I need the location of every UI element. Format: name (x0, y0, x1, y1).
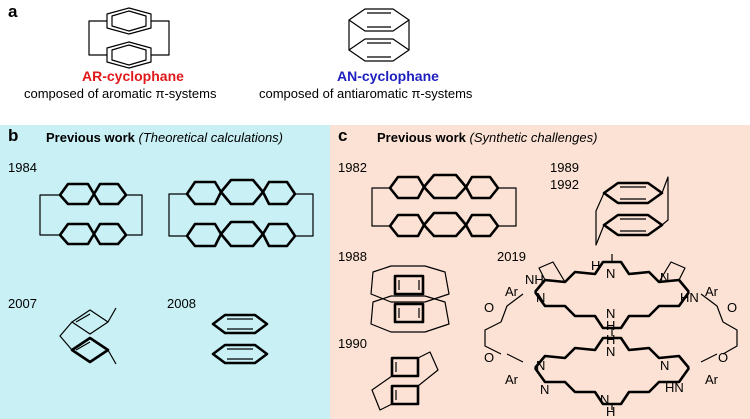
year-1992: 1992 (550, 177, 579, 192)
cot-cyclophane-1989-structure (595, 176, 669, 246)
ar-cyclophane-structure (88, 7, 170, 69)
atom-label-n-top: N (606, 266, 616, 281)
panel-letter-a: a (8, 2, 18, 21)
indacene-cyclophane-structure (168, 178, 314, 248)
panel-c-heading-italic: (Synthetic challenges) (469, 130, 598, 145)
atom-label-ar-upper-right: Ar (705, 284, 718, 299)
panel-c-heading: Previous work (Synthetic challenges) (377, 130, 597, 145)
atom-label-n-mid-lower: N (606, 344, 616, 359)
atom-label-ar-upper-left: Ar (505, 284, 518, 299)
atom-label-ar-lower-right: Ar (705, 372, 718, 387)
year-1988: 1988 (338, 249, 367, 264)
atom-label-nh-upper: NH (525, 272, 544, 287)
year-1990: 1990 (338, 336, 367, 351)
atom-label-n-lower-left: N (536, 358, 546, 373)
atom-label-o-upper-left: O (484, 300, 495, 315)
ar-cyclophane-description: composed of aromatic π-systems (24, 86, 217, 101)
ar-cyclophane-label: AR-cyclophane (82, 68, 184, 84)
atom-label-o-lower-right: O (718, 350, 729, 365)
year-1984: 1984 (8, 160, 37, 175)
cot-dimer-2008-structure (211, 313, 269, 365)
year-2019: 2019 (497, 249, 526, 264)
atom-label-o-lower-left: O (484, 350, 495, 365)
year-2008: 2008 (167, 296, 196, 311)
cyclobutadienophane-1988-structure (370, 265, 450, 333)
panel-letter-b: b (8, 126, 19, 145)
atom-label-ar-lower-left: Ar (505, 372, 518, 387)
atom-label-h-top: H (591, 258, 601, 273)
year-1982: 1982 (338, 160, 367, 175)
atom-label-h-mid-lower: H (606, 332, 616, 347)
atom-label-n-bottom: N (600, 392, 610, 407)
panel-b-heading: Previous work (Theoretical calculations) (46, 130, 283, 145)
panel-c-synthetic (330, 125, 750, 419)
panel-letter-c: c (338, 126, 348, 145)
cyclobutadienophane-1990-structure (371, 351, 439, 411)
an-cyclophane-structure (348, 8, 410, 62)
atom-label-o-upper-right: O (727, 300, 738, 315)
year-2007: 2007 (8, 296, 37, 311)
atom-label-hn-upper: HN (680, 290, 699, 305)
atom-label-n-upper-right: N (660, 270, 670, 285)
year-1989: 1989 (550, 160, 579, 175)
atom-label-h-bottom: H (606, 404, 616, 419)
cyclobutadienophane-2007-structure (59, 307, 117, 365)
panel-b-theoretical (0, 125, 330, 419)
atom-label-n-bottom-left: N (540, 382, 550, 397)
panel-c-heading-bold: Previous work (377, 130, 466, 145)
an-cyclophane-description: composed of antiaromatic π-systems (259, 86, 473, 101)
indacene-cyclophane-1982-structure (371, 173, 517, 238)
pentalene-cyclophane-structure (39, 182, 143, 246)
atom-label-n-lower-right: N (660, 358, 670, 373)
atom-label-h-mid-upper: H (606, 318, 616, 333)
atom-label-n-mid-upper: N (606, 306, 616, 321)
atom-label-n-upper-left: N (536, 290, 546, 305)
panel-b-heading-bold: Previous work (46, 130, 135, 145)
porphyrin-cyclophane-2019-structure (484, 254, 738, 410)
atom-label-hn-lower: HN (665, 380, 684, 395)
an-cyclophane-label: AN-cyclophane (337, 68, 439, 84)
panel-b-heading-italic: (Theoretical calculations) (138, 130, 284, 145)
